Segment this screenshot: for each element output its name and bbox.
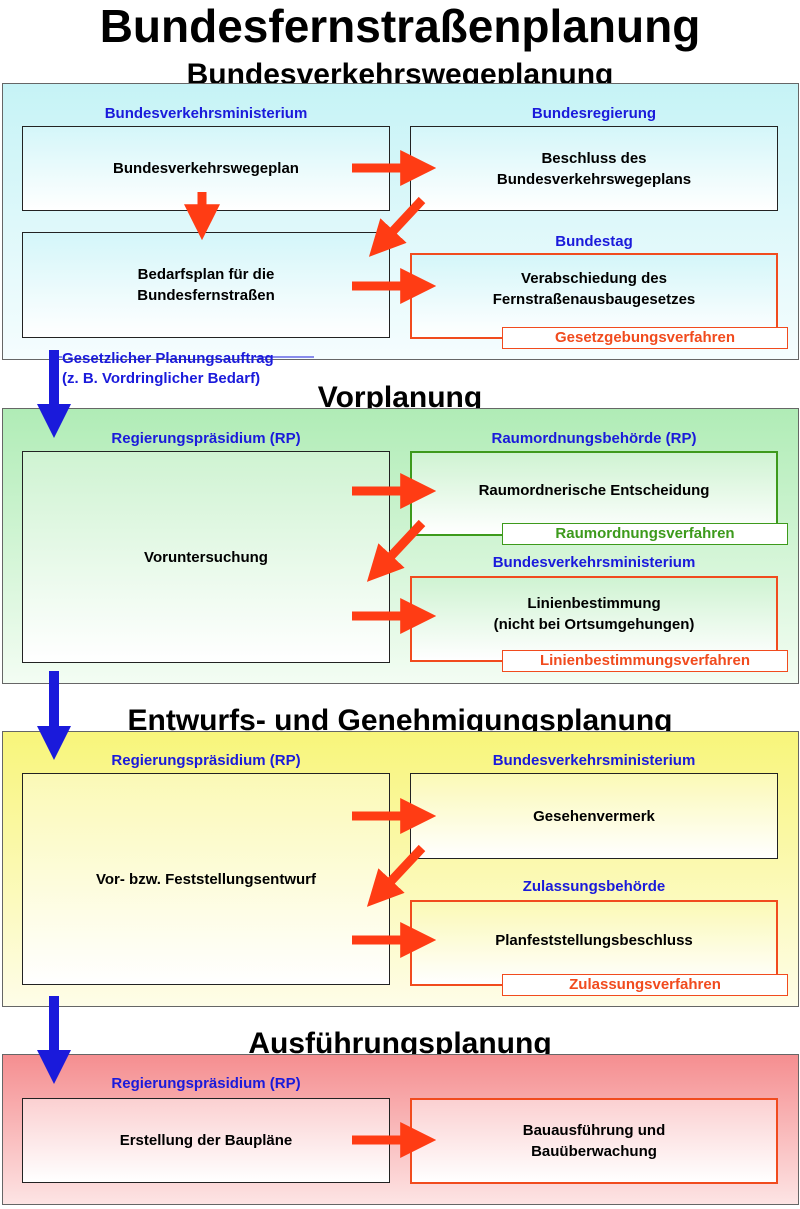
box-label: Verabschiedung des Fernstraßenausbaugese… [492, 270, 696, 308]
authority-regierungspraesidium: Regierungspräsidium (RP) [111, 430, 301, 447]
box-beschluss: Beschluss des Bundesverkehrswegeplans [410, 126, 778, 211]
box-gesehenvermerk: Gesehenvermerk [410, 773, 778, 859]
authority-bundesverkehrsministerium: Bundesverkehrsministerium [492, 752, 696, 769]
authority-zulassungsbehoerde: Zulassungsbehörde [522, 878, 666, 895]
box-verabschiedung: Verabschiedung des Fernstraßenausbaugese… [410, 253, 778, 339]
note-planungsauftrag-line2: (z. B. Vordringlicher Bedarf) [62, 370, 261, 387]
box-voruntersuchung: Voruntersuchung [22, 451, 390, 663]
procedure-zulassungsverfahren: Zulassungsverfahren [502, 974, 788, 996]
box-label: Voruntersuchung [144, 548, 268, 566]
box-label: Raumordnerische Entscheidung [478, 482, 710, 499]
box-bauplaene: Erstellung der Baupläne [22, 1098, 390, 1183]
procedure-gesetzgebungsverfahren: Gesetzgebungsverfahren [502, 327, 788, 349]
procedure-raumordnungsverfahren: Raumordnungsverfahren [502, 523, 788, 545]
main-title: Bundesfernstraßenplanung [99, 0, 701, 52]
box-label: Planfeststellungsbeschluss [495, 931, 693, 949]
box-label: Linienbestimmung (nicht bei Ortsumgehung… [493, 595, 695, 633]
authority-regierungspraesidium: Regierungspräsidium (RP) [111, 1075, 301, 1092]
authority-bundestag: Bundestag [555, 233, 633, 250]
box-label: Beschluss des Bundesverkehrswegeplans [496, 149, 692, 188]
procedure-linienbestimmungsverfahren: Linienbestimmungsverfahren [502, 650, 788, 672]
authority-bundesverkehrsministerium: Bundesverkehrsministerium [492, 554, 696, 571]
note-planungsauftrag-line1: Gesetzlicher Planungsauftrag [62, 350, 274, 367]
box-bedarfsplan: Bedarfsplan für die Bundesfernstraßen [22, 232, 390, 338]
arrow-diagonal-icon [366, 844, 426, 907]
box-planfeststellungsbeschluss: Planfeststellungsbeschluss [410, 900, 778, 986]
authority-raumordnungsbehoerde: Raumordnungsbehörde (RP) [491, 430, 697, 447]
box-label: Bedarfsplan für die Bundesfernstraßen [137, 266, 275, 304]
box-label: Gesehenvermerk [533, 807, 655, 825]
box-raumordnerische-entscheidung: Raumordnerische Entscheidung [410, 451, 778, 536]
box-label: Vor- bzw. Feststellungsentwurf [95, 870, 316, 888]
box-bauausfuehrung: Bauausführung und Bauüberwachung [410, 1098, 778, 1184]
arrow-diagonal-icon [366, 519, 426, 582]
arrow-diagonal-icon [368, 196, 426, 257]
authority-bundesregierung: Bundesregierung [531, 105, 657, 122]
box-feststellungsentwurf: Vor- bzw. Feststellungsentwurf [22, 773, 390, 985]
box-label: Bundesverkehrswegeplan [113, 160, 299, 177]
box-label: Bauausführung und Bauüberwachung [522, 1122, 666, 1160]
box-label: Erstellung der Baupläne [119, 1132, 293, 1149]
authority-bundesverkehrsministerium: Bundesverkehrsministerium [104, 105, 308, 122]
authority-regierungspraesidium: Regierungspräsidium (RP) [111, 752, 301, 769]
